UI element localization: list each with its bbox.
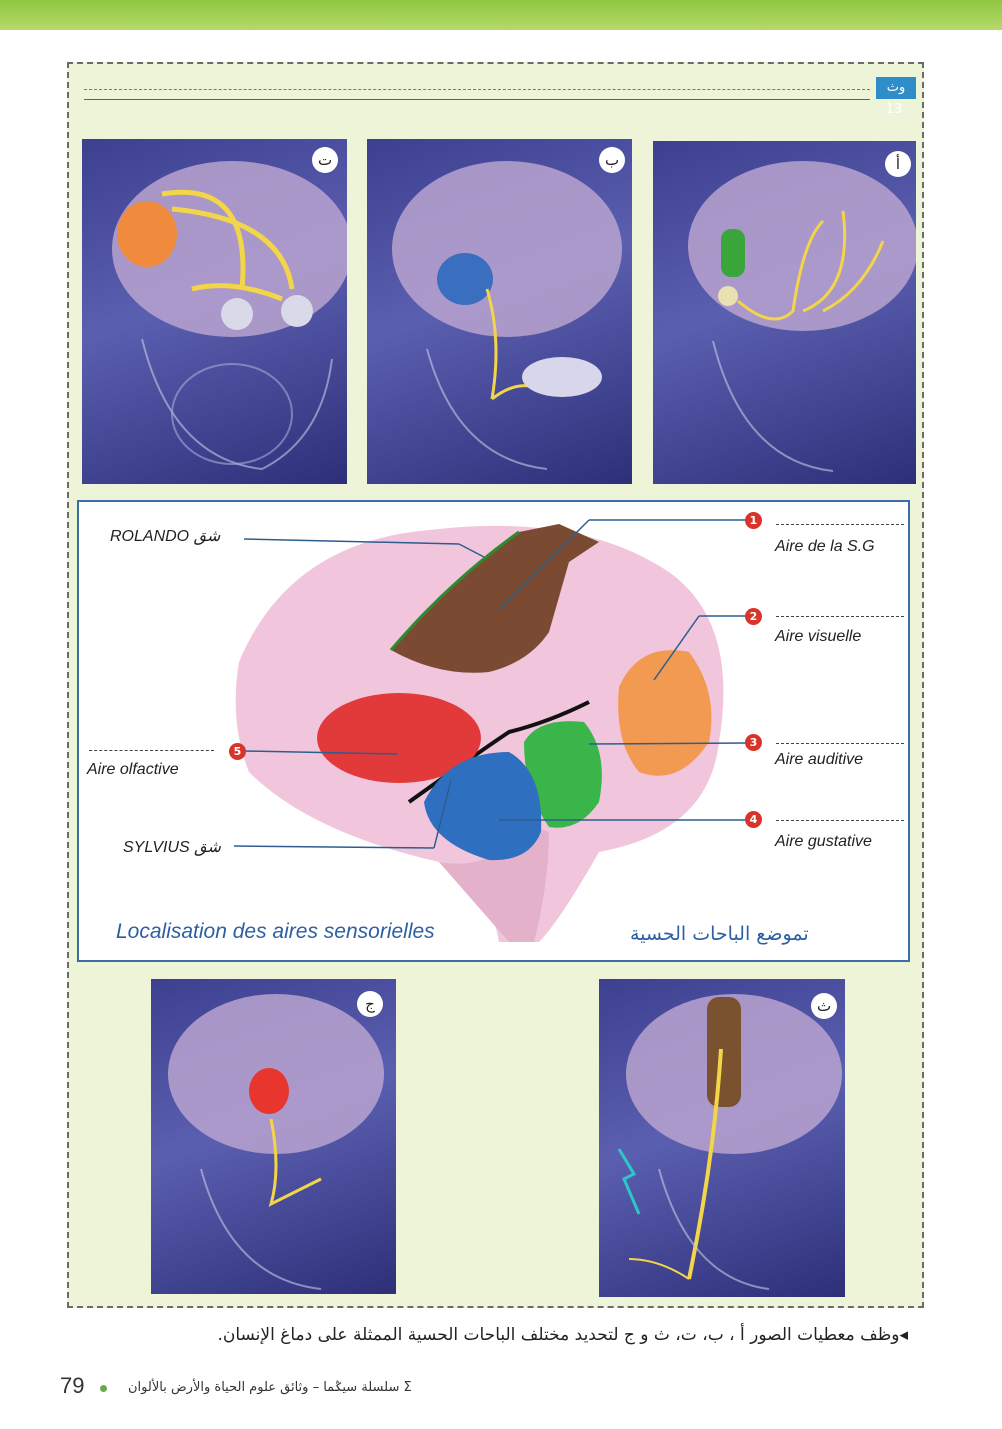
area-number-4: 4 — [745, 811, 762, 828]
rolando-fissure-label: ROLANDO شق — [110, 528, 221, 545]
top-color-band — [0, 0, 1002, 30]
answer-line-2 — [776, 616, 904, 617]
panel-a-illustration — [688, 161, 916, 472]
panel-a-auditive: أ — [653, 141, 916, 484]
panel-th-somesthesic: ث — [599, 979, 845, 1297]
panel-j-illustration — [168, 994, 384, 1290]
panel-label-t: ت — [312, 147, 338, 173]
answer-line-5 — [89, 750, 214, 751]
area-label-4: Aire gustative — [775, 833, 872, 850]
answer-line-4 — [776, 820, 904, 821]
panel-label-a: أ — [885, 151, 911, 177]
panel-b-illustration — [392, 161, 622, 470]
panel-th-illustration — [617, 994, 842, 1290]
brain-lateral-view — [233, 519, 749, 942]
panel-j-olfactive: ج — [151, 979, 396, 1294]
sensory-areas-diagram: ROLANDO شق SYLVIUS شق 1 Aire de la S.G 2… — [77, 500, 910, 962]
page-number: 79 — [60, 1373, 85, 1398]
panel-label-b: ب — [599, 147, 625, 173]
area-number-3: 3 — [745, 734, 762, 751]
answer-line-1 — [776, 524, 904, 525]
answer-dotted-line — [84, 89, 870, 90]
area-number-2: 2 — [745, 608, 762, 625]
answer-line-3 — [776, 743, 904, 744]
exercise-question: ◂وظف معطيات الصور أ ، ب، ت، ث و ج لتحديد… — [217, 1325, 908, 1345]
panel-t-illustration — [112, 161, 347, 471]
panel-t-visual: ت — [82, 139, 347, 484]
panel-b-gustative: ب — [367, 139, 632, 484]
header-rule — [84, 99, 870, 100]
footer-bullet — [100, 1385, 107, 1392]
area-label-3: Aire auditive — [775, 751, 864, 768]
diagram-caption-arabic: تموضع الباحات الحسية — [630, 923, 809, 945]
panel-label-j: ج — [357, 991, 383, 1017]
diagram-caption-french: Localisation des aires sensorielles — [116, 920, 435, 943]
panel-label-th: ث — [811, 993, 837, 1019]
area-label-2: Aire visuelle — [775, 628, 862, 645]
series-title: Σ سلسلة سيݣما – وثائق علوم الحياة والأرض… — [128, 1380, 412, 1395]
area-label-5: Aire olfactive — [87, 761, 179, 778]
document-reference-badge: وث 13. — [876, 77, 916, 117]
area-number-1: 1 — [745, 512, 762, 529]
sylvius-fissure-label: SYLVIUS شق — [123, 839, 221, 856]
area-number-5: 5 — [229, 743, 246, 760]
area-label-1: Aire de la S.G — [775, 538, 875, 555]
